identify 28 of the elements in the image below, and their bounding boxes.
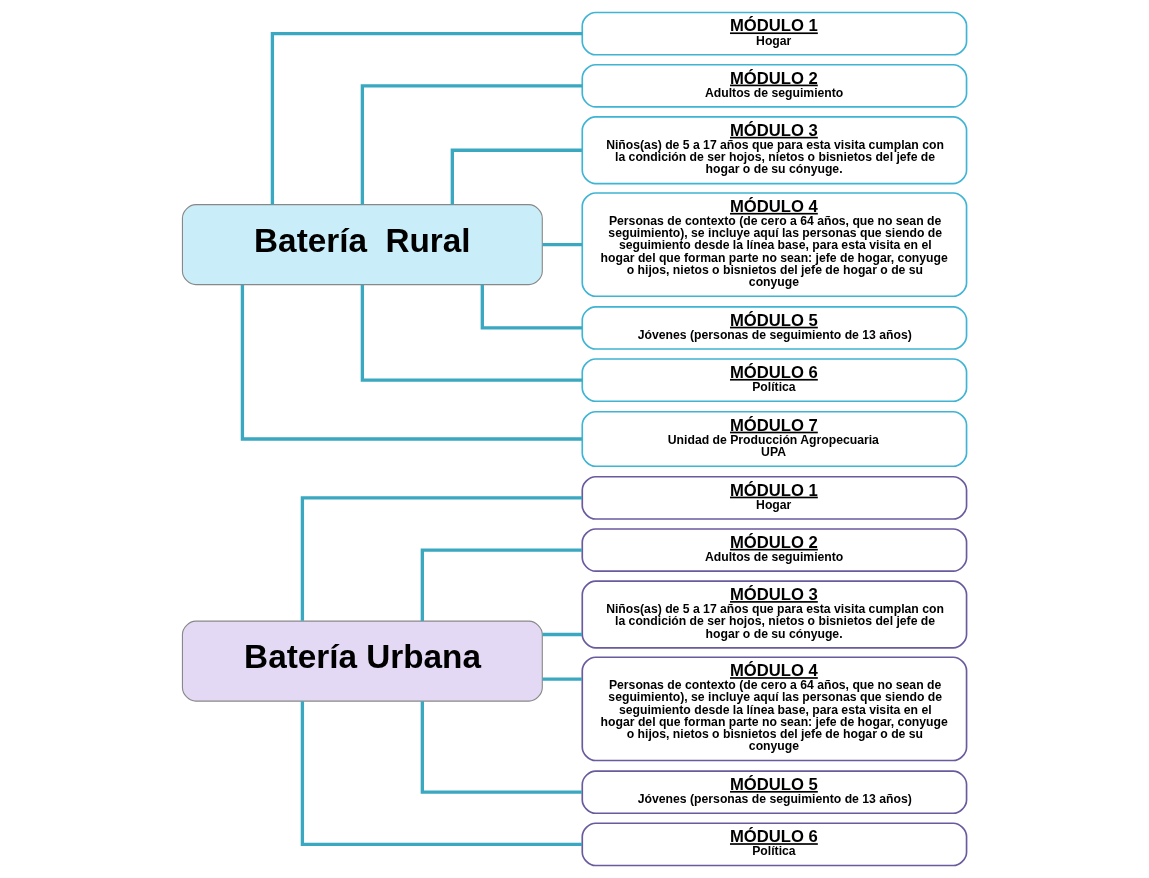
connector bbox=[300, 701, 583, 847]
node-box: Batería Urbana bbox=[181, 620, 543, 702]
node-box: MÓDULO 4 Personas de contexto (de cero a 64 años, que no sean de seguimiento), se incluye aquí las personas que siendo de seguimiento desde la línea base, para esta visita en el hogar del que forman parte no sean: jefe de hogar, conyuge o hijos, nietos o bisnietos del jefe de hogar o de su conyuge bbox=[581, 192, 968, 298]
node-box: Batería Rural bbox=[181, 204, 543, 286]
node-box: MÓDULO 3 Niños(as) de 5 a 17 años que para esta visita cumplan con la condición de ser hojos, nietos o bisnietos del jefe de hogar o de su cónyuge. bbox=[581, 580, 968, 649]
node-box: MÓDULO 2 Adultos de seguimiento bbox=[581, 63, 968, 108]
node-box: MÓDULO 4 Personas de contexto (de cero a 64 años, que no sean de seguimiento), se incluye aquí las personas que siendo de seguimiento desde la línea base, para esta visita en el hogar del que forman parte no sean: jefe de hogar, conyuge o hijos, nietos o bisnietos del jefe de hogar o de su conyuge bbox=[581, 656, 968, 762]
connector bbox=[240, 284, 582, 441]
node-box: MÓDULO 1 Hogar bbox=[581, 475, 968, 520]
connector bbox=[542, 632, 582, 637]
node-box: MÓDULO 2 Adultos de seguimiento bbox=[581, 528, 968, 572]
node-box: MÓDULO 6 Política bbox=[581, 822, 968, 867]
connector bbox=[360, 84, 583, 205]
node-box: MÓDULO 3 Niños(as) de 5 a 17 años que para esta visita cumplan con la condición de ser hojos, nietos o bisnietos del jefe de hogar o de su cónyuge. bbox=[581, 116, 968, 185]
connector bbox=[420, 701, 582, 794]
connector bbox=[360, 284, 583, 382]
node-box: MÓDULO 6 Política bbox=[581, 358, 968, 403]
connector bbox=[270, 31, 583, 205]
connector bbox=[542, 242, 582, 247]
node-box: MÓDULO 1 Hogar bbox=[581, 11, 968, 56]
connector bbox=[300, 496, 583, 621]
connector bbox=[420, 548, 582, 622]
connector bbox=[480, 284, 582, 330]
node-box: MÓDULO 5 Jóvenes (personas de seguimiento de 13 años) bbox=[581, 306, 968, 350]
connector bbox=[450, 148, 582, 205]
connector bbox=[542, 677, 582, 681]
node-box: MÓDULO 5 Jóvenes (personas de seguimiento de 13 años) bbox=[581, 770, 968, 815]
node-box: MÓDULO 7 Unidad de Producción Agropecuaria UPA bbox=[581, 410, 968, 468]
